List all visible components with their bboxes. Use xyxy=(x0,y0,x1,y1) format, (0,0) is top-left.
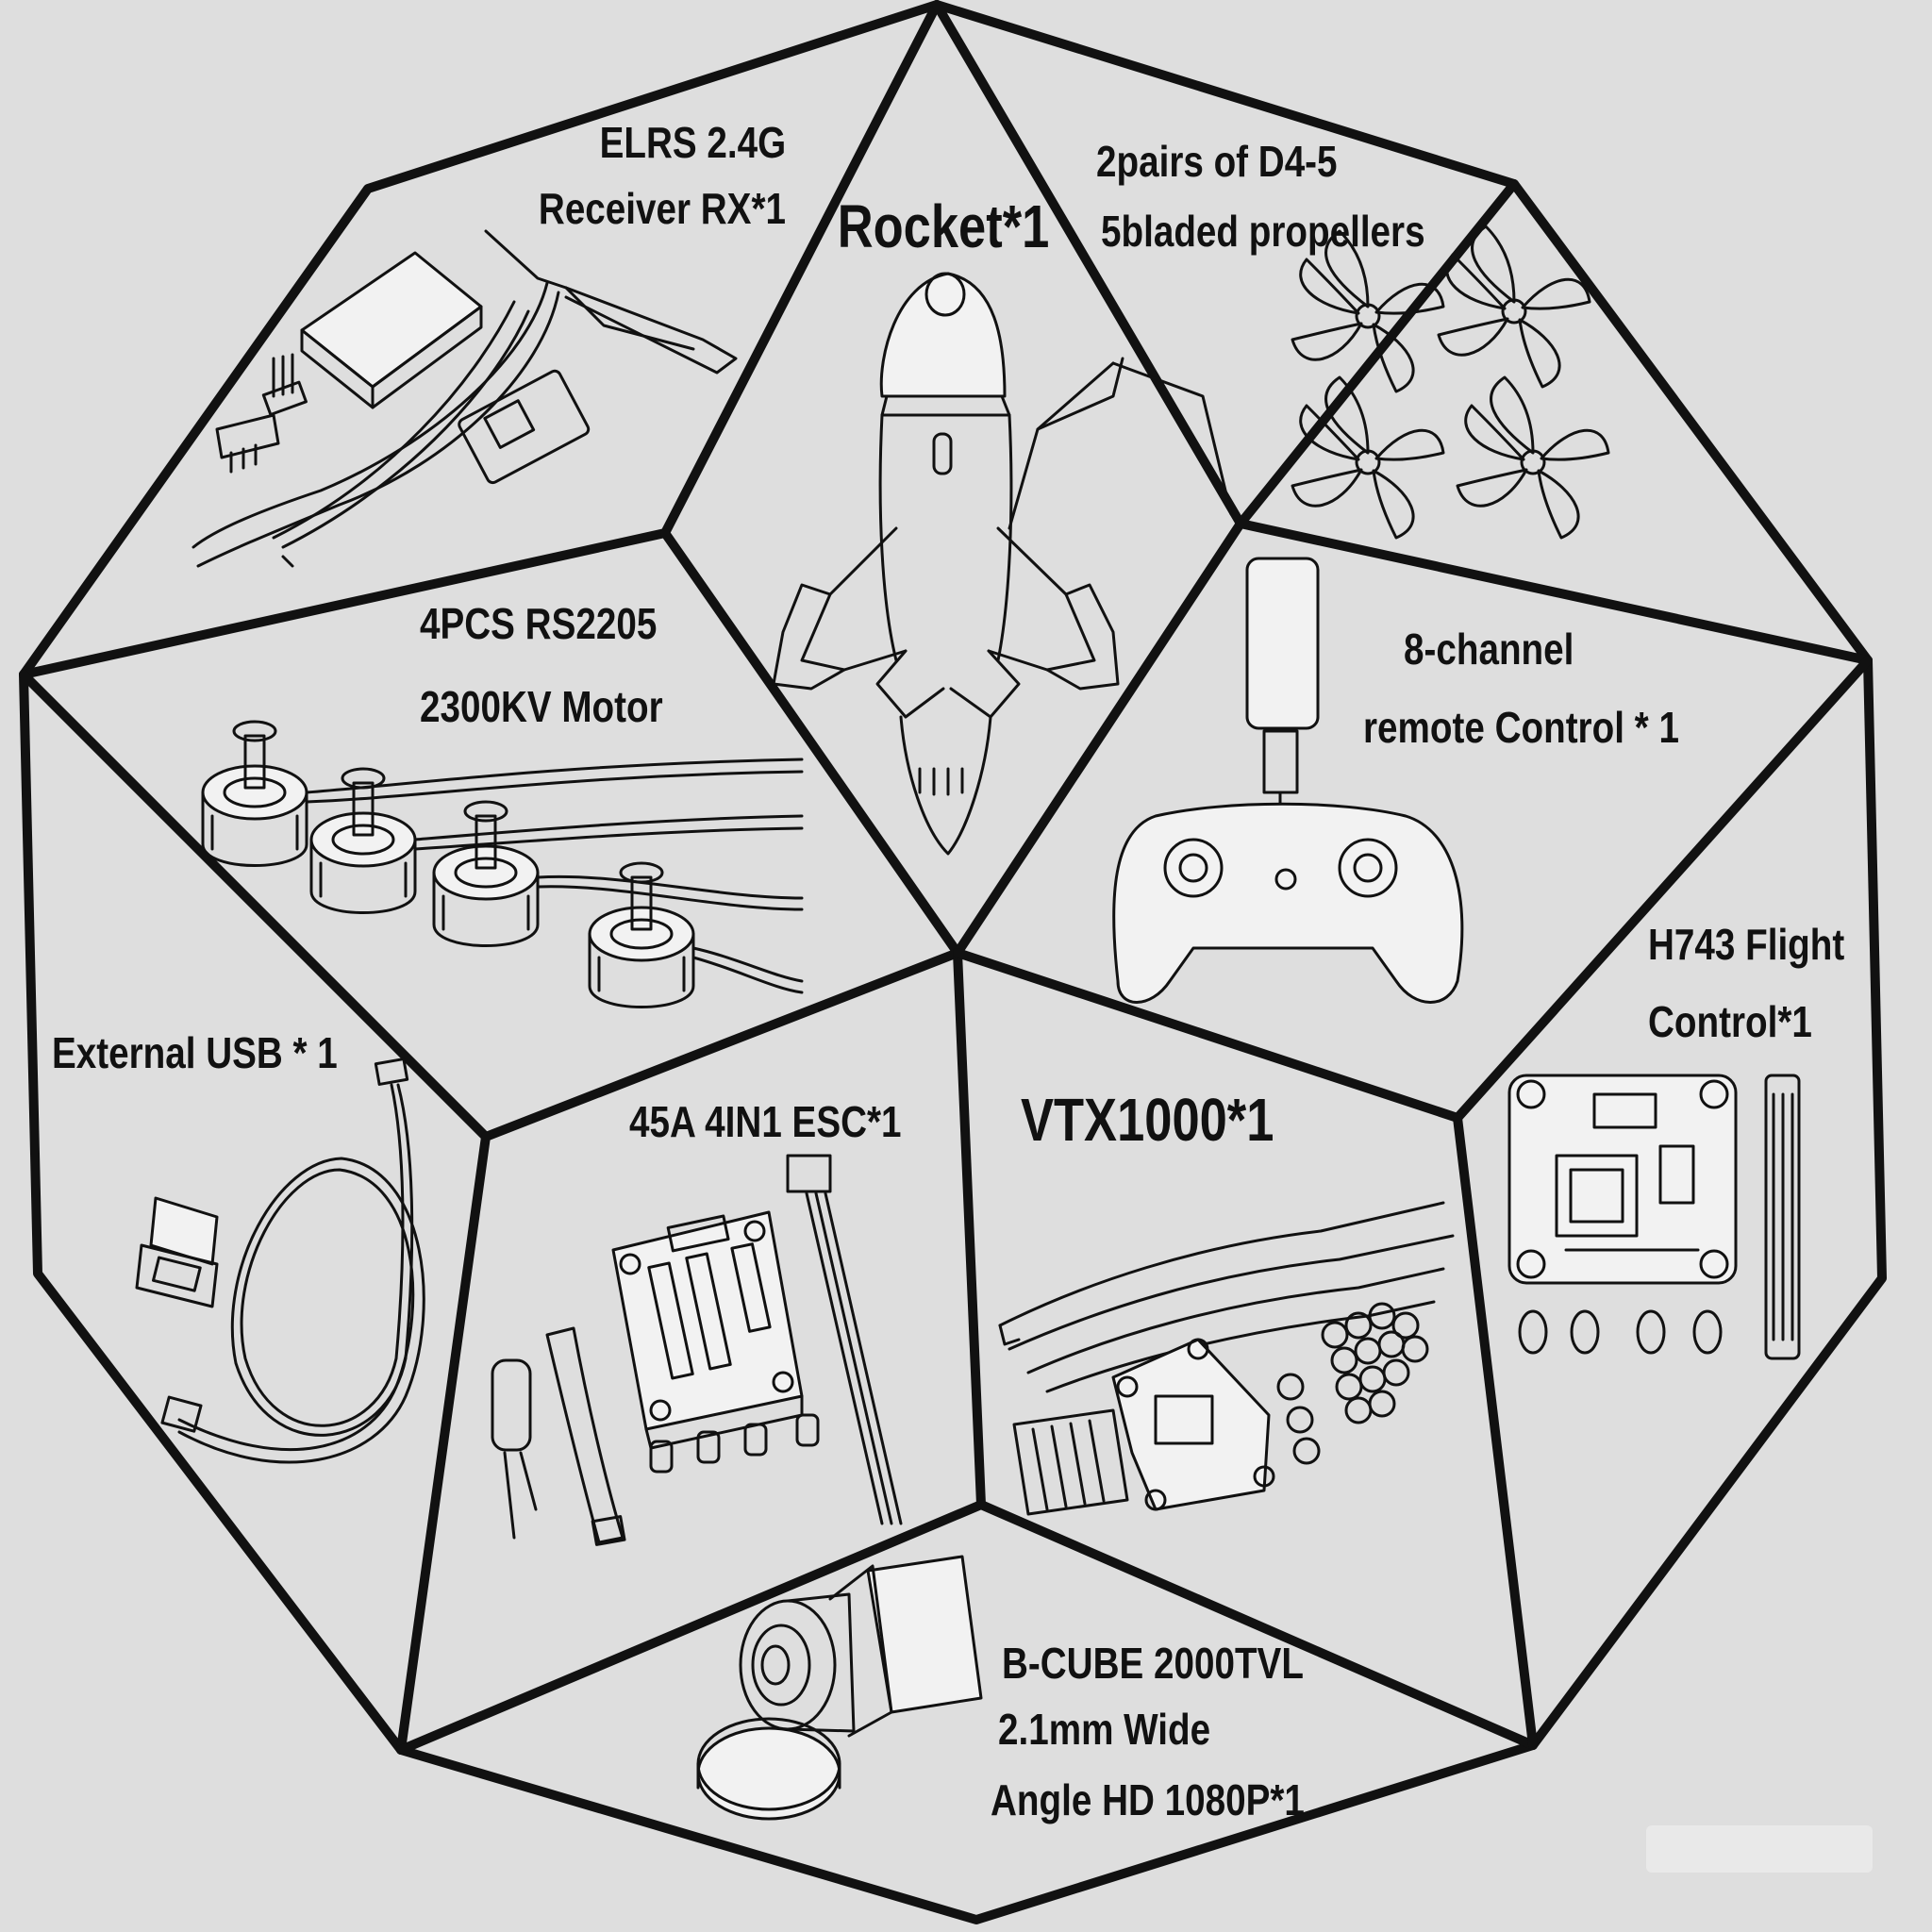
watermark-blur xyxy=(1646,1825,1873,1873)
rocket-label: Rocket*1 xyxy=(837,192,1050,260)
vtx-illustration xyxy=(998,1201,1455,1516)
receiver-illustration xyxy=(192,229,738,568)
remote-illustration xyxy=(1112,557,1464,1004)
receiver-label-line1: ELRS 2.4G xyxy=(599,118,786,167)
vtx-label: VTX1000*1 xyxy=(1021,1086,1274,1154)
flight-control-illustration xyxy=(1507,1074,1801,1360)
camera-label-line3: Angle HD 1080P*1 xyxy=(991,1775,1305,1824)
esc-illustration xyxy=(491,1154,903,1546)
esc-label: 45A 4IN1 ESC*1 xyxy=(629,1097,902,1146)
outer-frame xyxy=(19,0,1887,1924)
motor-label-line2: 2300KV Motor xyxy=(420,682,663,731)
motors-illustration xyxy=(201,720,804,1008)
remote-label-line1: 8-channel xyxy=(1404,625,1574,674)
propellers-label-line1: 2pairs of D4-5 xyxy=(1096,137,1338,186)
camera-illustration xyxy=(696,1555,983,1821)
propellers-illustration xyxy=(1291,225,1610,540)
camera-label-line2: 2.1mm Wide xyxy=(998,1705,1211,1754)
flight-control-label-line1: H743 Flight xyxy=(1648,920,1845,969)
motor-label-line1: 4PCS RS2205 xyxy=(420,599,658,648)
panel-dividers xyxy=(19,0,1873,1755)
remote-label-line2: remote Control * 1 xyxy=(1363,703,1679,752)
usb-illustration xyxy=(135,1058,425,1464)
usb-label: External USB * 1 xyxy=(52,1028,338,1077)
camera-label-line1: B-CUBE 2000TVL xyxy=(1002,1639,1304,1688)
propellers-label-line2: 5bladed propellers xyxy=(1101,207,1425,256)
receiver-label-line2: Receiver RX*1 xyxy=(538,184,786,233)
rocket-illustration xyxy=(772,272,1233,856)
flight-control-label-line2: Control*1 xyxy=(1648,997,1812,1046)
